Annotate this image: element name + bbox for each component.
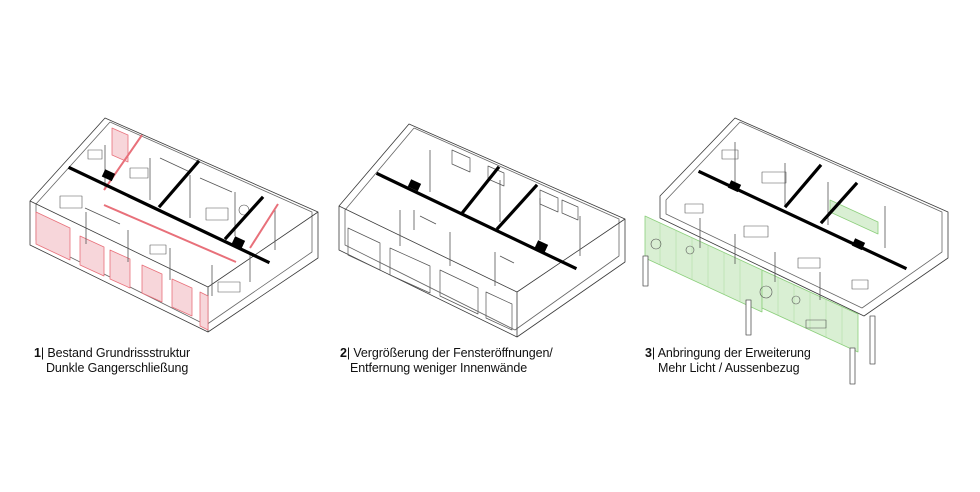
caption-2-title: Vergrößerung der Fensteröffnungen/ bbox=[350, 346, 553, 360]
diagram-1-red-walls bbox=[103, 134, 279, 263]
caption-3-separator: | bbox=[651, 346, 656, 360]
diagram-3-columns bbox=[642, 255, 876, 385]
diagram-3-outline bbox=[659, 117, 949, 317]
diagram-1-corridor bbox=[67, 159, 271, 265]
caption-1-number: 1 bbox=[34, 346, 41, 360]
diagram-1-red-facade bbox=[35, 127, 209, 331]
caption-3-number: 3 bbox=[645, 346, 652, 360]
diagram-1-existing-floorplan bbox=[29, 117, 319, 333]
caption-1-separator: | bbox=[40, 346, 45, 360]
caption-1-title: Bestand Grundrissstruktur bbox=[44, 346, 191, 360]
caption-1-subtitle: Dunkle Gangerschließung bbox=[46, 361, 189, 375]
caption-2-number: 2 bbox=[340, 346, 347, 360]
caption-1: 1| Bestand Grundrissstruktur Dunkle Gang… bbox=[34, 346, 190, 376]
caption-3-title: Anbringung der Erweiterung bbox=[655, 346, 811, 360]
caption-2: 2| Vergrößerung der Fensteröffnungen/ En… bbox=[340, 346, 553, 376]
caption-3-subtitle: Mehr Licht / Aussenbezug bbox=[658, 361, 800, 375]
caption-2-subtitle: Entfernung weniger Innenwände bbox=[350, 361, 528, 375]
caption-3: 3| Anbringung der Erweiterung Mehr Licht… bbox=[645, 346, 811, 376]
diagram-2-outline bbox=[338, 123, 626, 338]
diagram-2-enlarged-windows bbox=[338, 123, 626, 338]
diagram-3-extension bbox=[642, 117, 949, 385]
diagram-2-corridor bbox=[375, 165, 578, 271]
caption-2-separator: | bbox=[346, 346, 351, 360]
